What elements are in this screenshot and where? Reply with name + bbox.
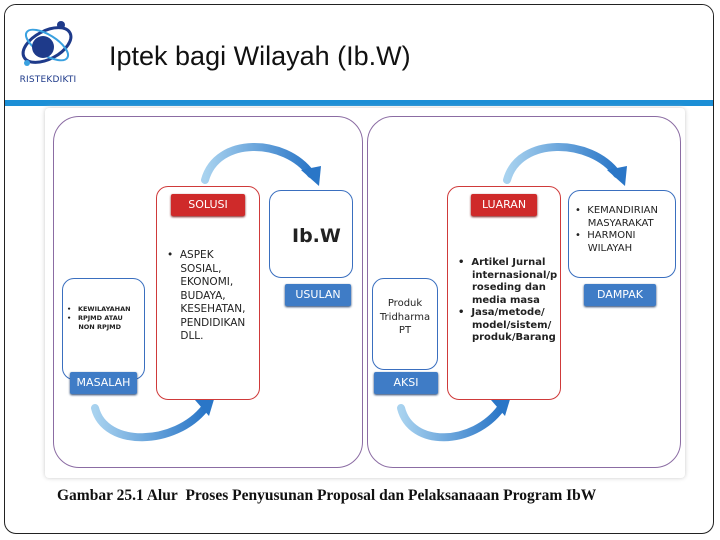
masalah-item: NON RPJMD: [78, 323, 122, 331]
masalah-item: • RPJMD ATAU: [67, 314, 123, 322]
masalah-list: • KEWILAYAHAN • RPJMD ATAU NON RPJMD: [67, 305, 131, 332]
solusi-card: • ASPEK SOSIAL, EKONOMI, BUDAYA, KESEHAT…: [156, 186, 260, 400]
header: RISTEKDIKTI Iptek bagi Wilayah (Ib.W): [5, 5, 713, 100]
luaran-item: roseding dan: [471, 282, 546, 293]
masalah-tag: MASALAH: [70, 372, 137, 394]
aksi-tag: AKSI: [374, 372, 438, 394]
masalah-card: • KEWILAYAHAN • RPJMD ATAU NON RPJMD: [62, 278, 145, 380]
luaran-item: • Artikel Jurnal: [458, 257, 546, 268]
masalah-item: • KEWILAYAHAN: [67, 305, 131, 313]
solusi-item: SOSIAL,: [180, 262, 222, 275]
slide-title: Iptek bagi Wilayah (Ib.W): [109, 41, 411, 71]
usulan-tag: USULAN: [285, 284, 351, 306]
dampak-item: MASYARAKAT: [587, 217, 654, 229]
logo-text: RISTEKDIKTI: [19, 75, 77, 85]
ibw-card: Ib.W: [269, 190, 353, 278]
solusi-item: • ASPEK: [167, 249, 214, 261]
aksi-line: Produk: [387, 298, 423, 309]
aksi-line: Tridharma: [379, 311, 431, 323]
header-rule: [5, 100, 713, 106]
solusi-item: BUDAYA,: [180, 289, 226, 302]
figure-caption: Gambar 25.1 Alur Proses Penyusunan Propo…: [57, 487, 697, 505]
caption-prefix: Gambar 25.1 Alur: [57, 487, 178, 504]
aksi-card: Produk Tridharma PT: [372, 278, 438, 370]
dampak-item: • KEMANDIRIAN: [575, 205, 658, 216]
ibw-label: Ib.W: [292, 225, 341, 247]
luaran-item: media masa: [471, 294, 540, 306]
dampak-item: • HARMONI: [575, 230, 636, 241]
luaran-list: • Artikel Jurnal internasional/p rosedin…: [458, 257, 557, 345]
luaran-item: model/sistem/: [471, 319, 552, 331]
dampak-card: • KEMANDIRIAN MASYARAKAT • HARMONI WILAY…: [568, 190, 676, 278]
ristekdikti-logo: RISTEKDIKTI: [13, 11, 83, 91]
aksi-line: PT: [398, 325, 412, 336]
logo-emblem-icon: [13, 11, 83, 75]
dampak-item: WILAYAH: [587, 242, 633, 254]
luaran-tag: LUARAN: [471, 194, 537, 216]
luaran-item: internasional/p: [471, 269, 558, 281]
solusi-tag: SOLUSI: [171, 194, 245, 216]
solusi-item: DLL.: [180, 330, 204, 342]
caption-text: Proses Penyusunan Proposal dan Pelaksana…: [185, 487, 597, 504]
aksi-text: Produk Tridharma PT: [373, 297, 437, 338]
solusi-item: PENDIDIKAN: [180, 316, 246, 329]
luaran-card: • Artikel Jurnal internasional/p rosedin…: [447, 186, 561, 400]
solusi-item: EKONOMI,: [180, 276, 234, 288]
solusi-item: KESEHATAN,: [180, 303, 246, 315]
diagram-panel: • KEWILAYAHAN • RPJMD ATAU NON RPJMD MAS…: [45, 108, 685, 478]
solusi-list: • ASPEK SOSIAL, EKONOMI, BUDAYA, KESEHAT…: [167, 249, 245, 344]
dampak-list: • KEMANDIRIAN MASYARAKAT • HARMONI WILAY…: [575, 205, 658, 255]
luaran-item: produk/Barang: [471, 332, 556, 343]
dampak-tag: DAMPAK: [584, 284, 656, 306]
luaran-item: • Jasa/metode/: [458, 307, 545, 318]
